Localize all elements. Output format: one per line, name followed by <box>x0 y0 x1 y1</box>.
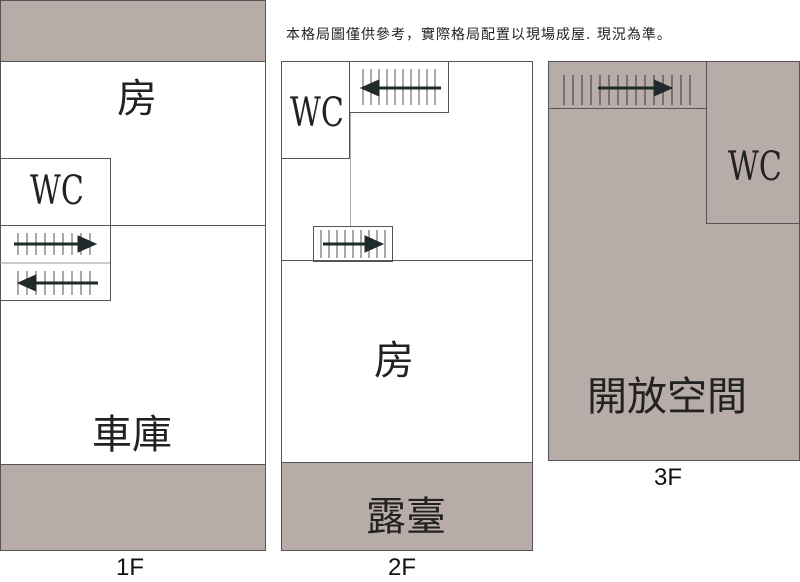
floor-2f-label: 2F <box>388 554 417 581</box>
floor-2f-corridor-wall <box>350 112 351 227</box>
floor-2f-stairs-top <box>359 69 441 105</box>
floor-3f-stairs <box>563 75 691 105</box>
floor-2f-stair-bottom-box <box>313 226 393 262</box>
floor-3f-open-space-label: 開放空間 <box>587 374 747 420</box>
floor-2f-stair-arrow-down <box>359 79 441 97</box>
floor-1f-outline <box>0 0 266 551</box>
floor-1f-bedroom-label: 房 <box>117 76 157 122</box>
floor-3f-stair-arrow <box>598 79 674 97</box>
floor-2f-stairs-bottom <box>320 230 386 258</box>
floor-2f-terrace-label: 露臺 <box>366 494 446 540</box>
floor-2f-stair-top-box <box>349 61 449 113</box>
floor-2f-divider <box>281 260 533 261</box>
floor-1f-stair-arrow-up <box>14 235 98 253</box>
floor-2f-stair-arrow-up <box>323 235 385 253</box>
floor-2f-bedroom-label: 房 <box>374 338 414 384</box>
floor-1f-wc-label: WC <box>30 168 84 214</box>
floor-3f-open-space-area <box>548 61 800 461</box>
floor-1f-divider <box>110 225 266 226</box>
floor-1f-stairs <box>0 233 110 295</box>
floor-1f-top-shaded-area <box>0 0 266 62</box>
floor-1f-stair-arrow-down <box>16 274 98 292</box>
floor-1f-bottom-shaded-area <box>0 464 266 551</box>
floor-3f-label: 3F <box>654 464 683 491</box>
floor-2f-terrace-area <box>281 462 533 551</box>
floor-1f-garage-label: 車庫 <box>92 412 172 458</box>
disclaimer-note: 本格局圖僅供參考，實際格局配置以現場成屋. 現況為準。 <box>286 27 672 43</box>
floor-3f-wc-label: WC <box>728 144 782 190</box>
floor-2f-wc-label: WC <box>290 90 344 136</box>
floor-1f-label: 1F <box>116 554 145 581</box>
floor-3f-wc-box <box>706 61 800 224</box>
